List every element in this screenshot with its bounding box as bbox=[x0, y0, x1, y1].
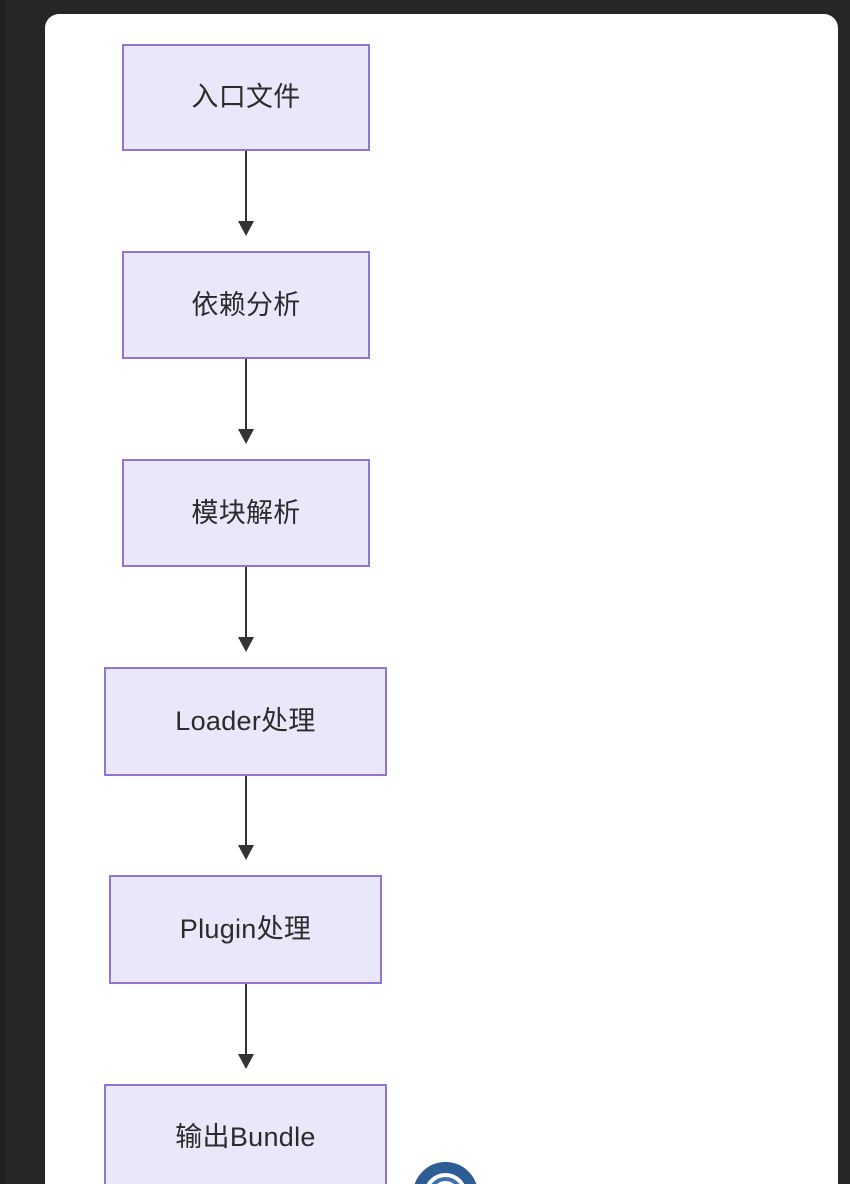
flow-arrowhead-loader-to-plugin bbox=[238, 845, 254, 860]
flow-arrowhead-entry-to-deps bbox=[238, 221, 254, 236]
flow-edge-entry-to-deps bbox=[245, 151, 247, 221]
flow-edge-deps-to-module bbox=[245, 359, 247, 429]
flow-edge-loader-to-plugin bbox=[245, 776, 247, 845]
flow-node-output-label: 输出Bundle bbox=[175, 1122, 316, 1152]
flow-node-module[interactable]: 模块解析 bbox=[122, 459, 370, 567]
flow-node-deps-label: 依赖分析 bbox=[191, 289, 301, 320]
flow-edge-module-to-loader bbox=[245, 567, 247, 637]
flow-node-deps[interactable]: 依赖分析 bbox=[122, 251, 370, 359]
flow-node-output[interactable]: 输出Bundle bbox=[104, 1084, 387, 1184]
flow-node-entry[interactable]: 入口文件 bbox=[122, 44, 370, 151]
flow-diagram: 入口文件 依赖分析 模块解析 Loader处理 Plugin处理 输出Bundl… bbox=[45, 14, 838, 1184]
flow-node-module-label: 模块解析 bbox=[191, 497, 301, 528]
flow-node-loader[interactable]: Loader处理 bbox=[104, 667, 387, 776]
flow-node-plugin[interactable]: Plugin处理 bbox=[109, 875, 382, 984]
content-card: 入口文件 依赖分析 模块解析 Loader处理 Plugin处理 输出Bundl… bbox=[45, 14, 838, 1184]
flow-node-plugin-label: Plugin处理 bbox=[179, 914, 312, 944]
flow-arrowhead-module-to-loader bbox=[238, 637, 254, 652]
flow-arrowhead-deps-to-module bbox=[238, 429, 254, 444]
flow-edge-plugin-to-output bbox=[245, 984, 247, 1054]
scrollbar-gutter[interactable] bbox=[0, 0, 5, 1184]
flow-node-entry-label: 入口文件 bbox=[191, 82, 301, 112]
flow-arrowhead-plugin-to-output bbox=[238, 1054, 254, 1069]
flow-node-loader-label: Loader处理 bbox=[175, 706, 316, 736]
